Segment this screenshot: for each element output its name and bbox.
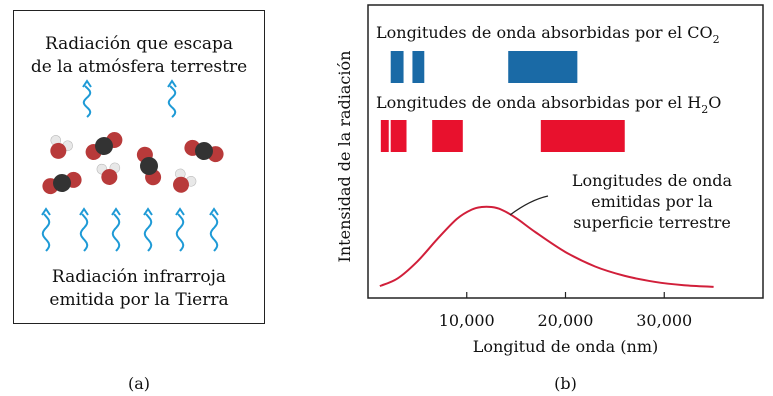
panel-a-frame: Radiación que escapa de la atmósfera ter… (13, 10, 265, 324)
co2-molecule (85, 132, 123, 160)
annotation-leader-line (509, 195, 549, 216)
x-tick-label: 10,000 (439, 311, 495, 330)
h2o-molecule (50, 135, 73, 159)
h2o-molecule (173, 168, 197, 193)
infrared-radiation-label-line2: emitida por la Tierra (49, 290, 229, 310)
gas-molecules (42, 132, 224, 195)
x-tick-label: 30,000 (636, 311, 692, 330)
radiation-wave-arrow (167, 79, 177, 118)
x-tick-label: 20,000 (538, 311, 594, 330)
absorption-bar (412, 51, 425, 83)
absorption-bar (390, 51, 404, 83)
panel-a-illustration (41, 79, 224, 252)
absorption-bar (390, 120, 407, 152)
y-axis-label: Intensidad de la radiación (335, 51, 354, 263)
absorption-bar (540, 120, 625, 152)
radiation-waves (41, 79, 219, 252)
escaping-radiation-label-line2: de la atmósfera terrestre (30, 57, 248, 77)
caption-a: (a) (127, 374, 151, 393)
co2-molecule (184, 139, 224, 163)
emission-curve (379, 205, 714, 288)
co2-molecule (42, 171, 82, 195)
radiation-wave-arrow (79, 207, 89, 252)
escaping-radiation-label-line1: Radiación que escapa (44, 34, 234, 54)
absorption-bar (380, 120, 389, 152)
h2o-molecule (96, 162, 121, 185)
radiation-wave-arrow (82, 79, 92, 118)
absorption-band-label: Longitudes de onda absorbidas por el CO2 (376, 23, 720, 46)
infrared-radiation-label-line1: Radiación infrarroja (51, 267, 227, 287)
absorption-band-label: Longitudes de onda absorbidas por el H2O (376, 93, 721, 116)
caption-b: (b) (554, 374, 577, 393)
co2-molecule (136, 146, 162, 186)
radiation-wave-arrow (143, 207, 153, 252)
absorption-bar (508, 51, 578, 83)
emission-annotation-line: Longitudes de onda (572, 171, 733, 190)
radiation-wave-arrow (41, 207, 51, 252)
x-axis-label: Longitud de onda (nm) (473, 337, 659, 356)
radiation-wave-arrow (209, 207, 219, 252)
emission-annotation-line: superficie terrestre (573, 213, 731, 232)
radiation-wave-arrow (111, 207, 121, 252)
absorption-bar (432, 120, 463, 152)
emission-annotation-line: emitidas por la (591, 192, 713, 211)
radiation-wave-arrow (175, 207, 185, 252)
